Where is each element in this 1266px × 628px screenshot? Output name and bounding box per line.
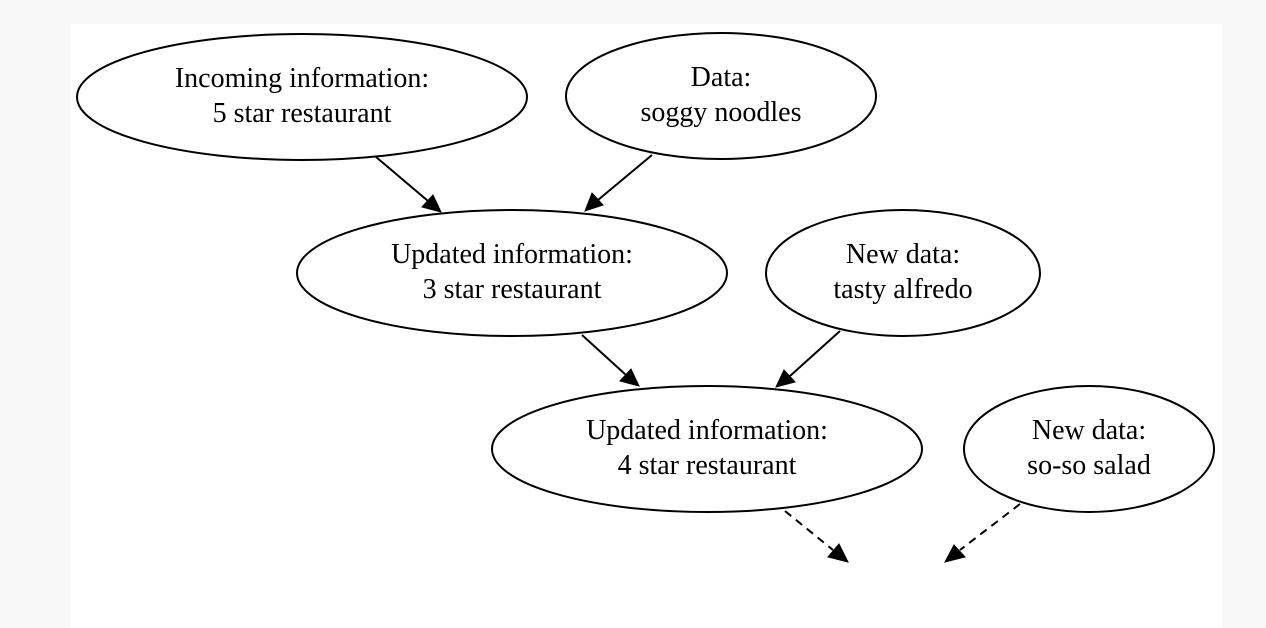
node-updated-information-3-star: Updated information: 3 star restaurant — [296, 209, 728, 337]
edge-updated2-to-next — [784, 510, 849, 563]
node-incoming-line2: 5 star restaurant — [213, 98, 392, 129]
node-new-data-so-so-salad: New data: so-so salad — [963, 385, 1215, 513]
node-data1-line2: soggy noodles — [641, 97, 802, 128]
node-data3-line2: so-so salad — [1027, 450, 1151, 481]
node-updated1-line1: Updated information: — [391, 239, 633, 270]
node-data1-line1: Data: — [691, 62, 752, 93]
node-data3-line1: New data: — [1032, 415, 1146, 446]
edge-data2-to-updated2 — [775, 330, 841, 388]
node-updated2-line1: Updated information: — [586, 415, 828, 446]
node-updated1-line2: 3 star restaurant — [423, 274, 602, 305]
node-incoming-information: Incoming information: 5 star restaurant — [76, 33, 528, 161]
node-new-data-tasty-alfredo: New data: tasty alfredo — [765, 209, 1041, 337]
edge-updated1-to-updated2 — [581, 334, 640, 387]
node-data2-line2: tasty alfredo — [833, 274, 972, 305]
edge-data1-to-updated1 — [584, 154, 653, 212]
node-incoming-line1: Incoming information: — [175, 63, 429, 94]
node-updated-information-4-star: Updated information: 4 star restaurant — [491, 385, 923, 513]
edge-incoming-to-updated1 — [375, 156, 442, 213]
node-updated2-line2: 4 star restaurant — [618, 450, 797, 481]
node-data2-line1: New data: — [846, 239, 960, 270]
edge-data3-to-next — [944, 503, 1021, 563]
node-data-soggy-noodles: Data: soggy noodles — [565, 32, 877, 160]
